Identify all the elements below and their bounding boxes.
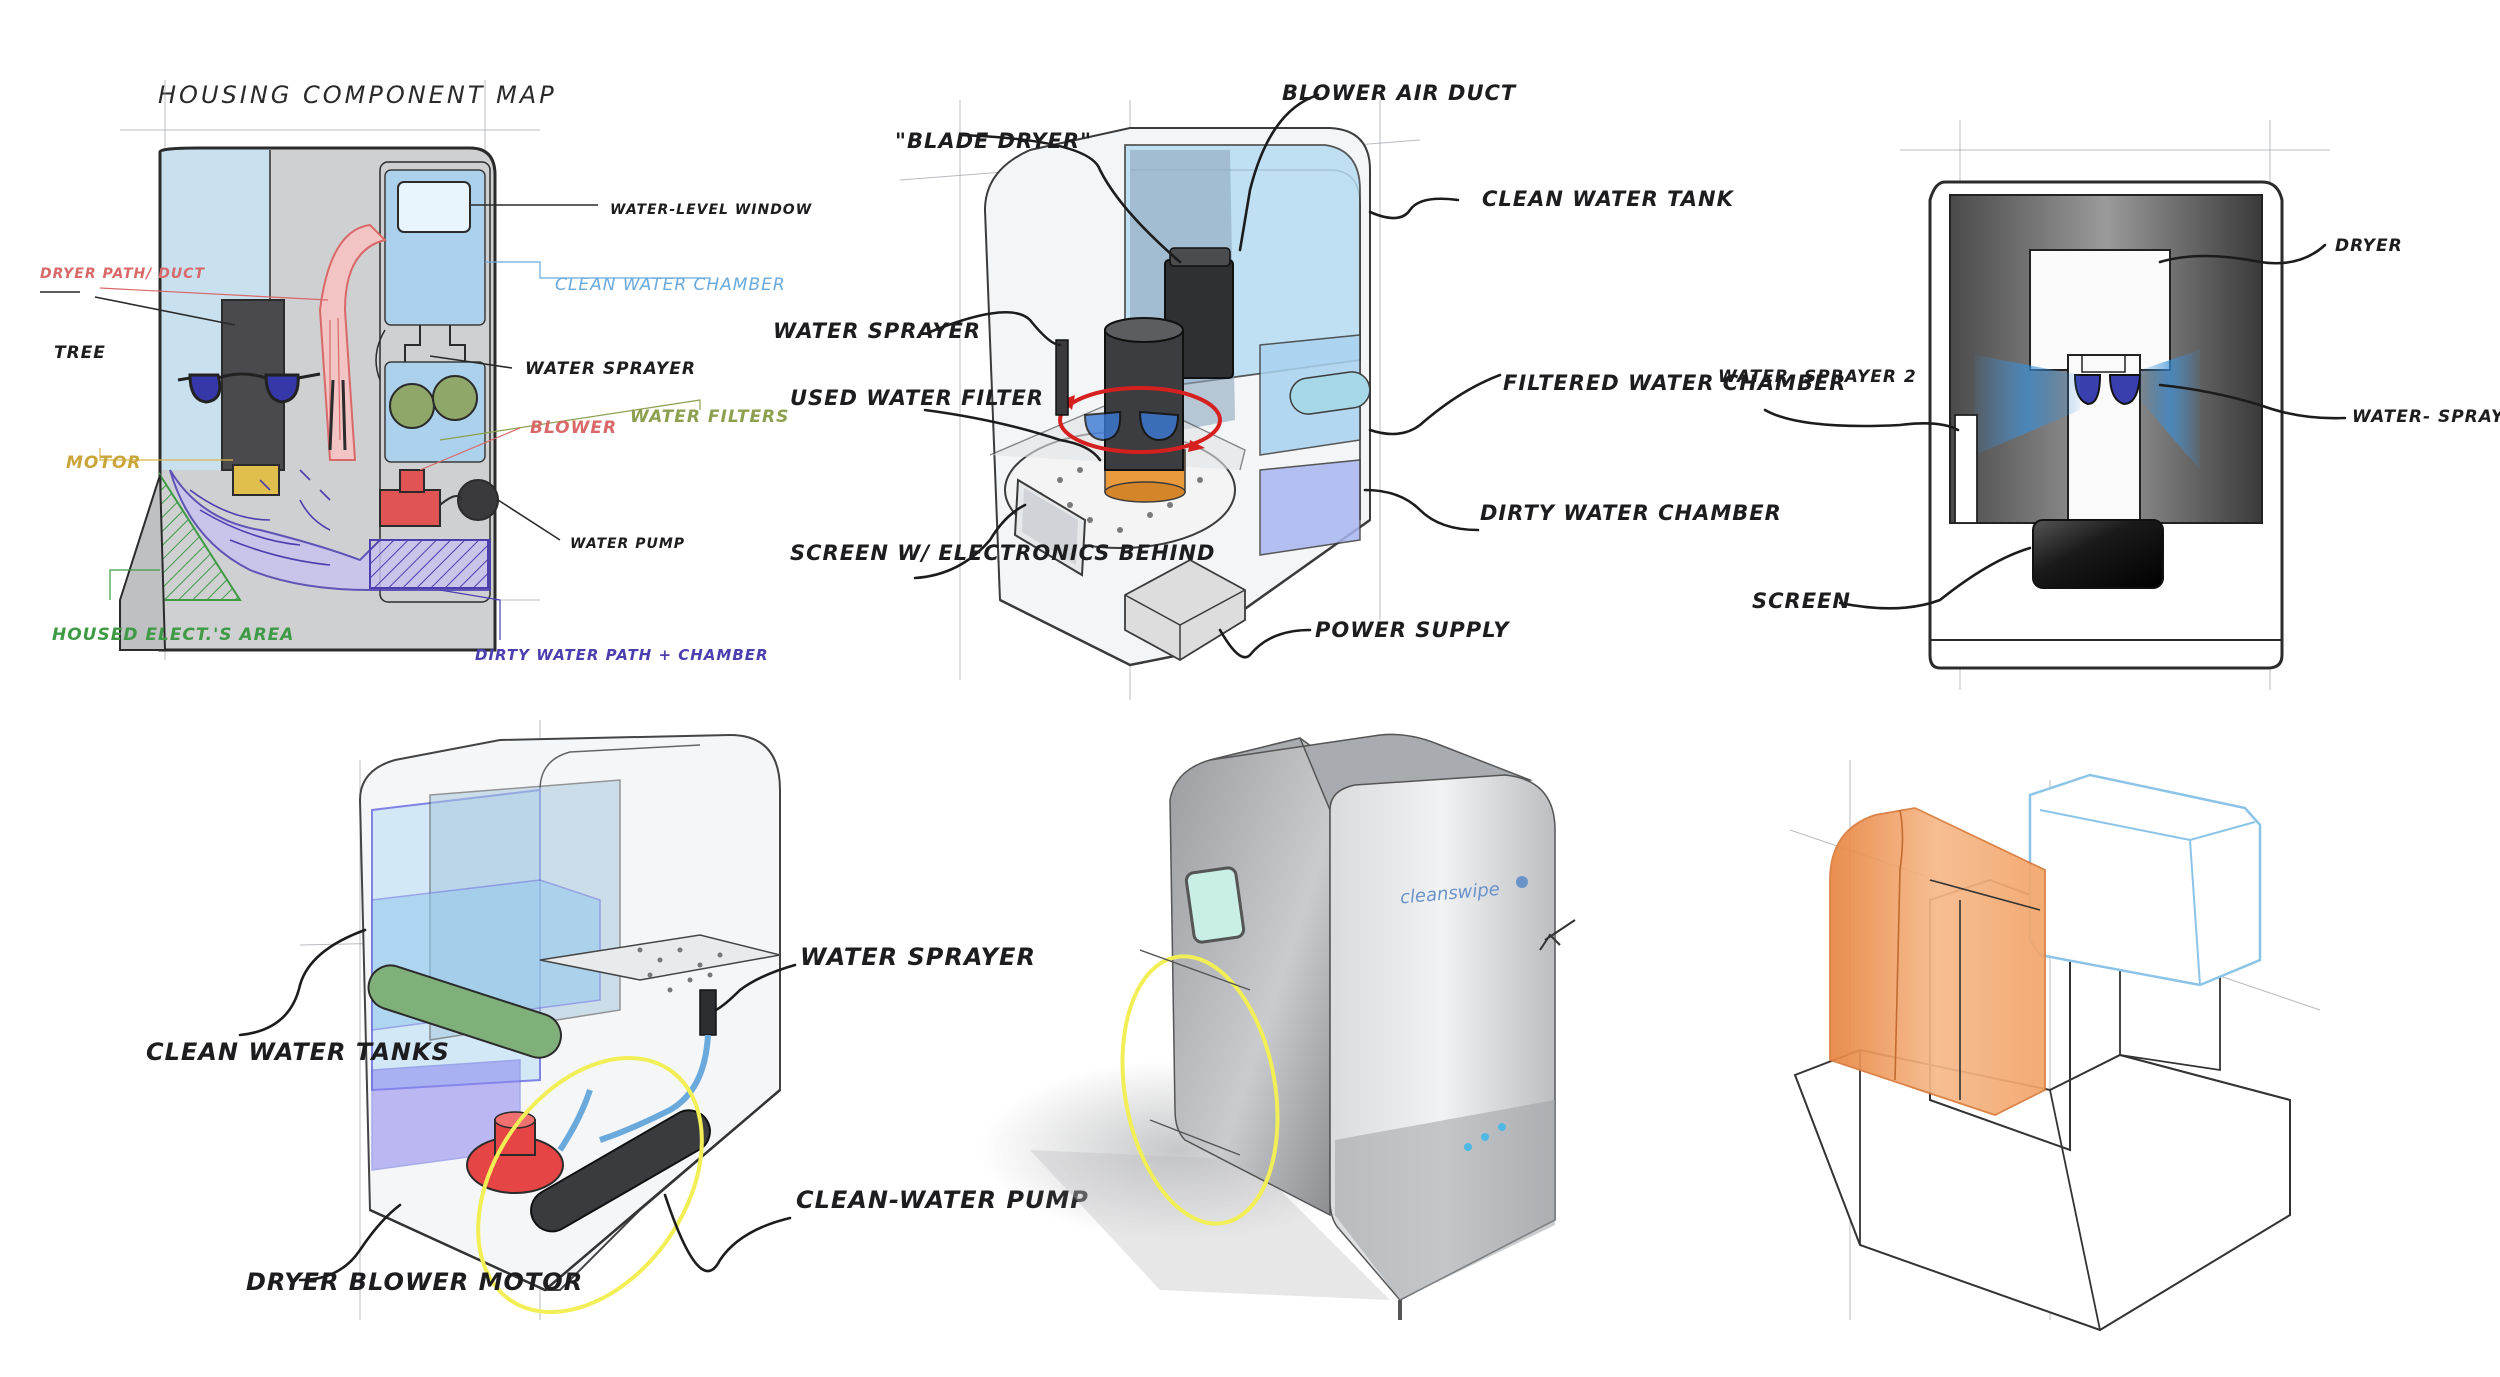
label-clean-water-tank: CLEAN WATER TANK [1482, 187, 1735, 211]
label-clean-water-tanks: CLEAN WATER TANKS [146, 1038, 450, 1066]
label-blower-air-duct: BLOWER AIR DUCT [1282, 81, 1517, 105]
brand-icon [1516, 876, 1528, 888]
water-filter-1 [389, 383, 435, 429]
motor [232, 464, 280, 496]
label-dryer-blower-motor: DRYER BLOWER MOTOR [246, 1268, 583, 1296]
screen [2032, 519, 2164, 589]
wireframe-concept-sketch [1789, 760, 2321, 1332]
water-pump [457, 479, 499, 521]
label-dryer-path: DRYER PATH/ DUCT [40, 266, 205, 282]
label-water-pump: WATER PUMP [570, 536, 685, 552]
label-used-water-filter: USED WATER FILTER [790, 386, 1044, 410]
clean-water-tank-cylinder [367, 964, 562, 1059]
label-housed-elect: HOUSED ELECT.'S AREA [52, 625, 294, 645]
dryer-duct [318, 223, 387, 461]
label-motor: MOTOR [66, 453, 142, 473]
label-water-sprayer-1: WATER- SPRAYER 1 [2352, 407, 2500, 427]
dirty-water-chamber [1259, 459, 1361, 556]
led-indicator [1464, 1143, 1472, 1151]
highlight-circle [1120, 954, 1280, 1226]
blower [379, 489, 441, 527]
label-screen: SCREEN [1752, 589, 1851, 613]
label-dirty-water-chamber: DIRTY WATER CHAMBER [1480, 501, 1782, 525]
label-water-sprayer: WATER SPRAYER [525, 359, 696, 379]
label-screen-electronics: SCREEN W/ ELECTRONICS BEHIND [790, 541, 1216, 565]
label-water-sprayer: WATER SPRAYER [773, 319, 981, 343]
water-sprayer [699, 989, 717, 1036]
spray-cone-2 [1975, 355, 2080, 455]
spray-cone-1 [2140, 350, 2200, 470]
front-elevation-sketch: DRYER WATER- SPRAYER 2 WATER- SPRAYER 1 … [1718, 120, 2500, 690]
dryer [2029, 249, 2171, 371]
rotation-arrow [1058, 386, 1222, 454]
water-sprayer-2 [1954, 414, 1978, 524]
label-blade-dryer: "BLADE DRYER" [895, 129, 1092, 153]
housing-component-map-sketch: HOUSING COMPONENT MAP [40, 80, 812, 664]
internals-isometric-sketch: CLEAN WATER TANKS WATER SPRAYER CLEAN-WA… [146, 720, 1088, 1320]
highlight-circle [476, 1056, 704, 1314]
glasses-icon [177, 372, 321, 404]
clean-water-pump [530, 1109, 711, 1233]
label-water-sprayer: WATER SPRAYER [800, 943, 1036, 971]
label-water-level-window: WATER-LEVEL WINDOW [610, 202, 812, 218]
water-level-window [397, 181, 471, 233]
label-tree: TREE [54, 343, 106, 363]
label-clean-water-tank-text: CLEAN WATER TANK [1482, 187, 1735, 211]
label-blower: BLOWER [530, 418, 617, 438]
label-dryer: DRYER [2335, 236, 2403, 256]
label-power-supply: POWER SUPPLY [1315, 618, 1510, 642]
label-dirty-water-path: DIRTY WATER PATH + CHAMBER [475, 646, 769, 664]
label-water-filters: WATER FILTERS [630, 407, 789, 427]
dryer-block [1829, 807, 2046, 1116]
label-water-sprayer-2: WATER- SPRAYER 2 [1718, 367, 1917, 387]
power-supply [1124, 558, 1246, 662]
tank-block-outline [2028, 773, 2262, 987]
isometric-cutaway-sketch: "BLADE DRYER" BLOWER AIR DUCT CLEAN WATE… [773, 81, 1846, 700]
water-filter-2 [432, 375, 478, 421]
water-sprayer [1055, 339, 1069, 416]
sketch1-title: HOUSING COMPONENT MAP [158, 81, 557, 109]
water-level-window [1184, 866, 1246, 944]
rendered-exterior-sketch: cleanswipe [980, 733, 1576, 1320]
led-indicator [1498, 1123, 1506, 1131]
label-clean-water-chamber: CLEAN WATER CHAMBER [555, 275, 786, 295]
machine-side-face [1169, 737, 1331, 1217]
led-indicator [1481, 1133, 1489, 1141]
label-filtered-water-chamber: FILTERED WATER CHAMBER [1503, 371, 1846, 395]
